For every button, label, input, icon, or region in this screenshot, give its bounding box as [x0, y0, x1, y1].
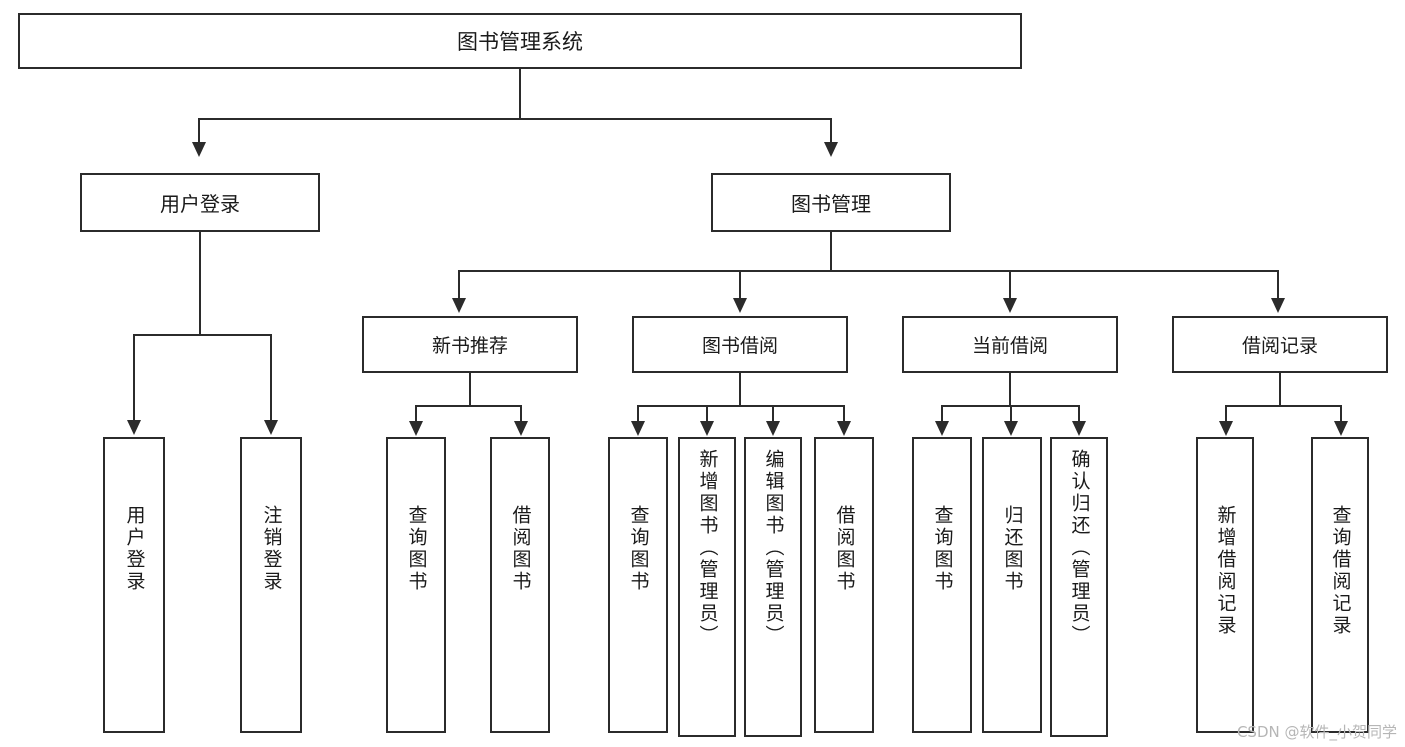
edge-book-borrow-to-leaf-3 — [843, 405, 845, 423]
node-book-management[interactable]: 图书管理 — [711, 173, 951, 232]
leaf-label: 查询图书 — [627, 505, 650, 593]
arrow-borrow-record-to-leaf-0 — [1219, 421, 1233, 436]
edge-book-borrow-to-leaf-1 — [706, 405, 708, 423]
edge-new-book-stem — [469, 373, 471, 406]
leaf-new-book-query-book[interactable]: 查询图书 — [386, 437, 446, 733]
edge-borrow-record-stem — [1279, 373, 1281, 406]
arrow-root-to-book-management — [824, 142, 838, 157]
node-label: 图书管理系统 — [457, 30, 583, 54]
leaf-label: 查询借阅记录 — [1329, 505, 1352, 637]
node-label: 图书管理 — [791, 192, 871, 216]
edge-user-login-distribution-bar — [133, 334, 272, 336]
arrow-bm-to-current-borrow — [1003, 298, 1017, 313]
edge-book-borrow-to-leaf-2 — [772, 405, 774, 423]
leaf-label: 确认归还（管理员） — [1068, 449, 1091, 647]
arrow-current-borrow-to-leaf-1 — [1004, 421, 1018, 436]
edge-book-management-stem — [830, 232, 832, 272]
edge-current-borrow-stem — [1009, 373, 1011, 406]
arrow-book-borrow-to-leaf-0 — [631, 421, 645, 436]
leaf-current-borrow-confirm-return-admin[interactable]: 确认归还（管理员） — [1050, 437, 1108, 737]
leaf-user-login-login[interactable]: 用户登录 — [103, 437, 165, 733]
arrow-book-borrow-to-leaf-2 — [766, 421, 780, 436]
arrow-new-book-to-leaf-0 — [409, 421, 423, 436]
arrow-bm-to-new-book — [452, 298, 466, 313]
leaf-book-borrow-borrow-book[interactable]: 借阅图书 — [814, 437, 874, 733]
edge-root-distribution-bar — [198, 118, 832, 120]
arrow-current-borrow-to-leaf-0 — [935, 421, 949, 436]
node-user-login[interactable]: 用户登录 — [80, 173, 320, 232]
arrow-bm-to-borrow-record — [1271, 298, 1285, 313]
leaf-label: 归还图书 — [1001, 505, 1024, 593]
node-label: 用户登录 — [160, 192, 240, 216]
node-label: 借阅记录 — [1241, 335, 1318, 357]
leaf-label: 用户登录 — [123, 505, 146, 593]
arrow-book-borrow-to-leaf-3 — [837, 421, 851, 436]
arrow-book-borrow-to-leaf-1 — [700, 421, 714, 436]
leaf-user-login-logout[interactable]: 注销登录 — [240, 437, 302, 733]
leaf-label: 注销登录 — [260, 505, 283, 593]
leaf-label: 新增图书（管理员） — [696, 449, 719, 647]
leaf-label: 编辑图书（管理员） — [762, 449, 785, 647]
edge-bm-to-borrow-record — [1277, 270, 1279, 300]
edge-new-book-to-leaf-1 — [520, 405, 522, 423]
edge-current-borrow-to-leaf-1 — [1010, 405, 1012, 423]
edge-user-login-to-leaf-1 — [270, 334, 272, 422]
edge-bm-to-new-book — [458, 270, 460, 300]
leaf-book-borrow-edit-book-admin[interactable]: 编辑图书（管理员） — [744, 437, 802, 737]
edge-book-borrow-stem — [739, 373, 741, 406]
leaf-borrow-record-query-record[interactable]: 查询借阅记录 — [1311, 437, 1369, 733]
edge-borrow-record-distribution-bar — [1225, 405, 1342, 407]
edge-book-management-distribution-bar — [458, 270, 1279, 272]
leaf-label: 新增借阅记录 — [1214, 505, 1237, 637]
leaf-label: 借阅图书 — [509, 505, 532, 593]
arrow-borrow-record-to-leaf-1 — [1334, 421, 1348, 436]
leaf-label: 查询图书 — [405, 505, 428, 593]
arrow-new-book-to-leaf-1 — [514, 421, 528, 436]
edge-new-book-to-leaf-0 — [415, 405, 417, 423]
leaf-current-borrow-return-book[interactable]: 归还图书 — [982, 437, 1042, 733]
edge-new-book-distribution-bar — [415, 405, 522, 407]
arrow-bm-to-book-borrow — [733, 298, 747, 313]
edge-borrow-record-to-leaf-1 — [1340, 405, 1342, 423]
arrow-user-login-to-leaf-0 — [127, 420, 141, 435]
leaf-book-borrow-query-book[interactable]: 查询图书 — [608, 437, 668, 733]
node-label: 图书借阅 — [701, 335, 778, 357]
leaf-borrow-record-add-record[interactable]: 新增借阅记录 — [1196, 437, 1254, 733]
edge-bm-to-current-borrow — [1009, 270, 1011, 300]
leaf-label: 查询图书 — [931, 505, 954, 593]
edge-book-borrow-distribution-bar — [637, 405, 845, 407]
edge-root-stem — [519, 69, 521, 119]
leaf-book-borrow-add-book-admin[interactable]: 新增图书（管理员） — [678, 437, 736, 737]
edge-book-borrow-to-leaf-0 — [637, 405, 639, 423]
edge-current-borrow-to-leaf-2 — [1078, 405, 1080, 423]
csdn-watermark: CSDN @软件_小贺同学 — [1236, 723, 1397, 741]
edge-root-to-user-login — [198, 118, 200, 144]
node-book-borrow[interactable]: 图书借阅 — [632, 316, 848, 373]
leaf-label: 借阅图书 — [833, 505, 856, 593]
arrow-current-borrow-to-leaf-2 — [1072, 421, 1086, 436]
node-root-library-system[interactable]: 图书管理系统 — [18, 13, 1022, 69]
node-new-book-recommend[interactable]: 新书推荐 — [362, 316, 578, 373]
leaf-current-borrow-query-book[interactable]: 查询图书 — [912, 437, 972, 733]
edge-bm-to-book-borrow — [739, 270, 741, 300]
edge-current-borrow-to-leaf-0 — [941, 405, 943, 423]
edge-borrow-record-to-leaf-0 — [1225, 405, 1227, 423]
node-borrow-record[interactable]: 借阅记录 — [1172, 316, 1388, 373]
node-label: 当前借阅 — [971, 335, 1048, 357]
edge-root-to-book-management — [830, 118, 832, 144]
leaf-new-book-borrow-book[interactable]: 借阅图书 — [490, 437, 550, 733]
edge-user-login-stem — [199, 232, 201, 335]
arrow-root-to-user-login — [192, 142, 206, 157]
arrow-user-login-to-leaf-1 — [264, 420, 278, 435]
node-label: 新书推荐 — [431, 335, 508, 357]
node-current-borrow[interactable]: 当前借阅 — [902, 316, 1118, 373]
edge-user-login-to-leaf-0 — [133, 334, 135, 422]
